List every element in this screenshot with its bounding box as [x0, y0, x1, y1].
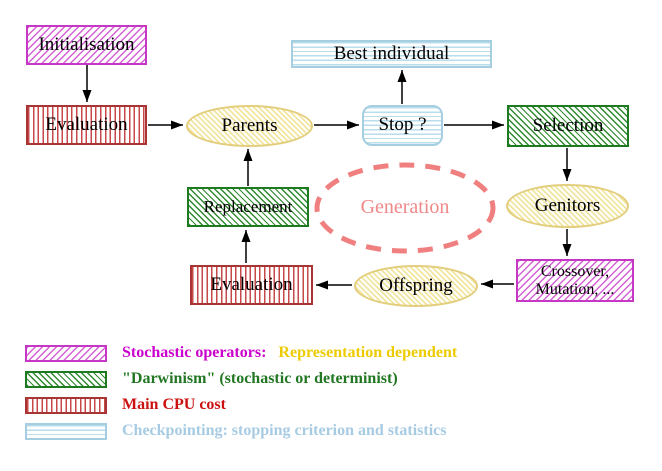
legend-swatch-cyan-stripes [25, 422, 107, 440]
node-offspring: Offspring [354, 265, 478, 307]
node-parents: Parents [186, 105, 313, 147]
legend-text-representation-dependent: Representation dependent [278, 344, 458, 361]
legend-row-checkpointing: Checkpointing: stopping criterion and st… [25, 422, 446, 440]
legend-text-main-cpu-cost: Main CPU cost [122, 396, 226, 413]
node-evaluation-top: Evaluation [26, 105, 147, 145]
node-best-individual: Best individual [291, 40, 492, 68]
node-genitors: Genitors [506, 184, 629, 228]
node-replacement: Replacement [187, 187, 309, 227]
legend-text-checkpointing: Checkpointing: stopping criterion and st… [122, 422, 447, 439]
node-selection: Selection [507, 105, 629, 147]
legend-swatch-magenta-hatch [25, 344, 107, 362]
legend-row-main-cpu-cost: Main CPU cost [25, 396, 226, 414]
crossover-line2: Mutation, ... [535, 280, 615, 298]
legend-row-stochastic-operators: Stochastic operators: Representation dep… [25, 344, 457, 362]
node-stop: Stop ? [362, 105, 443, 146]
legend-swatch-red-stripes [25, 396, 107, 414]
legend-text-darwinism: "Darwinism" (stochastic or determinist) [122, 370, 398, 387]
node-initialisation: Initialisation [26, 25, 147, 65]
node-crossover-mutation: Crossover, Mutation, ... [516, 259, 634, 302]
generation-label: Generation [360, 196, 450, 218]
legend-row-darwinism: "Darwinism" (stochastic or determinist) [25, 370, 398, 388]
legend-swatch-green-hatch [25, 370, 107, 388]
crossover-line1: Crossover, [540, 262, 610, 280]
node-evaluation-bottom: Evaluation [190, 265, 313, 305]
legend-text-stochastic-operators: Stochastic operators: [122, 344, 267, 361]
